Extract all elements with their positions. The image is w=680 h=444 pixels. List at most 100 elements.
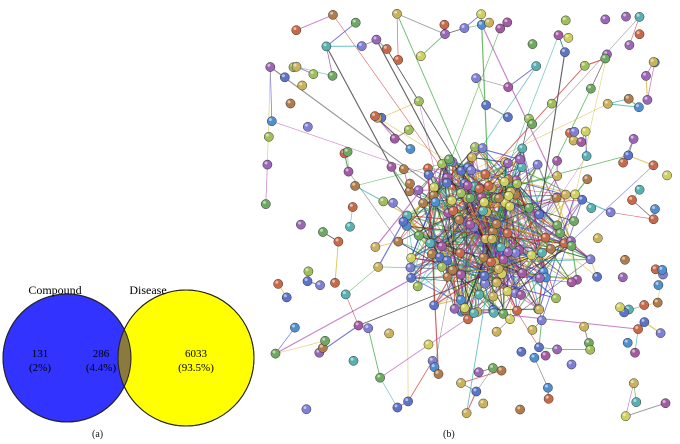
- network-node: [297, 80, 308, 91]
- network-node: [481, 100, 491, 110]
- network-node: [412, 281, 423, 292]
- network-node: [503, 82, 514, 92]
- network-edge: [448, 158, 505, 183]
- network-node: [403, 396, 413, 407]
- network-node: [655, 328, 666, 338]
- network-node: [437, 262, 447, 272]
- network-edge: [496, 197, 557, 283]
- network-edge: [647, 62, 656, 100]
- network-node: [318, 227, 328, 237]
- network-edge: [418, 101, 469, 320]
- network-node: [502, 228, 513, 239]
- network-node: [476, 9, 487, 20]
- network-edge: [391, 166, 410, 192]
- network-node: [285, 98, 296, 109]
- network-edge: [492, 155, 587, 297]
- network-edge: [375, 39, 503, 275]
- network-node: [566, 241, 577, 251]
- network-edge: [507, 65, 537, 88]
- network-node: [333, 236, 344, 247]
- network-edge: [607, 103, 639, 108]
- network-node: [476, 19, 487, 30]
- network-node: [620, 411, 631, 422]
- network-edge: [345, 266, 379, 295]
- network-node: [327, 70, 338, 81]
- network-edge: [354, 185, 384, 202]
- network-edge: [581, 199, 611, 213]
- network-node: [633, 324, 643, 334]
- network-node: [363, 323, 374, 334]
- network-node: [479, 271, 490, 281]
- network-node: [502, 17, 513, 28]
- network-node: [348, 355, 359, 366]
- network-node: [621, 11, 631, 22]
- network-node: [543, 393, 554, 404]
- network-node: [429, 300, 439, 311]
- network-node: [534, 209, 545, 220]
- network-node: [393, 55, 404, 65]
- network-node: [585, 344, 596, 355]
- network-node: [617, 272, 628, 283]
- network-edge: [411, 276, 448, 279]
- network-node: [534, 342, 544, 353]
- network-node: [505, 314, 515, 324]
- network-edge: [378, 266, 411, 268]
- network-node: [576, 137, 587, 147]
- network-node: [260, 199, 271, 209]
- network-node: [454, 215, 465, 225]
- network-node: [552, 220, 563, 231]
- network-edge: [410, 222, 476, 259]
- network-node: [398, 164, 409, 175]
- network-edge: [334, 241, 339, 283]
- network-node: [393, 236, 404, 247]
- network-node: [263, 131, 274, 142]
- network-edge: [406, 215, 409, 402]
- network-node: [418, 198, 428, 209]
- network-node: [290, 322, 300, 333]
- network-node: [345, 221, 355, 232]
- network-node: [378, 196, 389, 207]
- network-node: [623, 150, 634, 161]
- network-node: [503, 190, 514, 201]
- network-node: [540, 232, 551, 243]
- network-node: [373, 262, 384, 272]
- network-node: [430, 197, 441, 207]
- network-node: [491, 219, 502, 229]
- network-node: [545, 244, 556, 254]
- network-node: [579, 60, 590, 71]
- network-node: [447, 265, 458, 275]
- network-edge: [265, 164, 268, 205]
- network-node: [471, 73, 481, 84]
- network-node: [480, 278, 490, 289]
- network-node: [526, 250, 537, 261]
- venn-disease-label: Disease: [129, 283, 166, 297]
- network-node: [553, 30, 564, 41]
- network-node: [602, 98, 613, 109]
- network-node: [628, 378, 639, 389]
- network-node: [480, 169, 491, 180]
- network-node: [392, 402, 403, 413]
- network-node: [429, 182, 439, 193]
- network-edge: [379, 377, 398, 408]
- network-node: [471, 386, 482, 397]
- network-node: [532, 159, 543, 170]
- network-node: [375, 372, 385, 383]
- network-node: [586, 203, 597, 213]
- network-node: [600, 14, 611, 25]
- network-node: [403, 125, 414, 135]
- network-node: [437, 241, 447, 252]
- network-node: [446, 195, 457, 206]
- network-node: [605, 207, 616, 218]
- network-node: [566, 359, 577, 370]
- venn-compound-label: Compound: [28, 283, 81, 297]
- network-node: [456, 378, 466, 388]
- network-edge: [407, 360, 433, 402]
- network-node: [592, 271, 602, 282]
- network-node: [388, 198, 398, 208]
- network-node: [622, 337, 633, 348]
- venn-compound-circle: [2, 293, 132, 423]
- network-node: [371, 34, 382, 45]
- network-edge: [275, 340, 326, 354]
- network-node: [491, 277, 502, 288]
- network-edge: [433, 181, 505, 306]
